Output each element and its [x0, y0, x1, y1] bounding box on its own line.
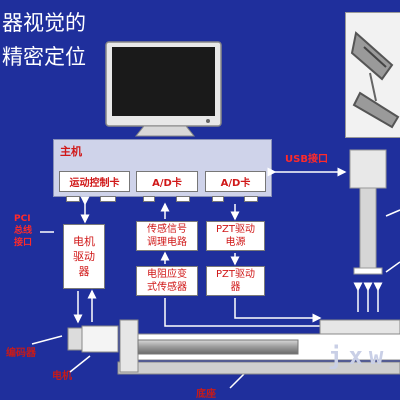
motor-driver-box: 电机 驱动 器 — [63, 224, 105, 289]
title-line-1: 器视觉的 — [2, 11, 86, 35]
motor-label: 电机 — [52, 371, 72, 382]
ad-card-1: A/D卡 — [136, 171, 198, 192]
monitor — [104, 40, 224, 137]
connector-tab — [66, 196, 80, 202]
connector-tab — [176, 196, 190, 202]
watermark: jxw — [328, 342, 390, 370]
stage-photo-illustration — [350, 31, 400, 129]
base-label: 底座 — [196, 389, 216, 400]
strain-sensor-box: 电阻应变 式传感器 — [136, 266, 198, 296]
connector-tab — [100, 196, 116, 202]
title-line-2: 精密定位 — [2, 45, 86, 69]
motion-control-card: 运动控制卡 — [59, 171, 130, 192]
product-photo — [345, 12, 400, 138]
pci-bus-label: PCI 总线 接口 — [14, 214, 33, 248]
signal-conditioning-box: 传感信号 调理电路 — [136, 221, 198, 251]
encoder-label: 编码器 — [6, 348, 36, 359]
host-label: 主机 — [60, 145, 82, 158]
pzt-power-box: PZT驱动 电源 — [206, 221, 265, 251]
ad-card-2: A/D卡 — [205, 171, 266, 192]
connector-tab — [244, 196, 258, 202]
pzt-driver-box: PZT驱动 器 — [206, 266, 265, 296]
connector-tab — [212, 196, 224, 202]
connector-tab — [143, 196, 155, 202]
usb-label: USB接口 — [285, 154, 328, 165]
